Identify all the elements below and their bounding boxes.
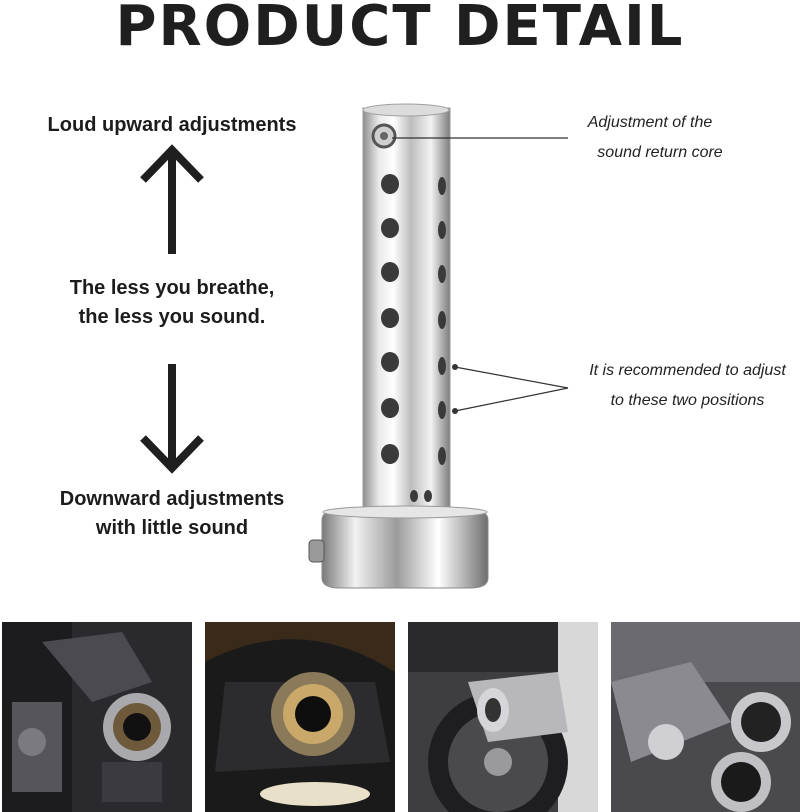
exhaust-baffle-illustration	[308, 103, 569, 589]
installation-photo-2	[205, 622, 395, 812]
downward-label-line2: with little sound	[95, 517, 249, 539]
arrow-up-icon	[140, 144, 204, 254]
breathe-label-line1: The less you breathe,	[69, 277, 275, 299]
core-callout-line1: Adjustment of the	[587, 114, 713, 131]
installation-photo-1	[2, 622, 192, 812]
positions-callout-line1: It is recommended to adjust	[589, 362, 786, 379]
positions-callout-line2: to these two positions	[610, 392, 765, 409]
arrow-down-icon	[140, 364, 204, 474]
installation-photo-4	[611, 622, 800, 812]
installation-photo-3	[408, 622, 598, 812]
page-title: PRODUCT DETAIL	[115, 0, 685, 59]
core-callout-line2: sound return core	[597, 144, 723, 161]
loud-upward-label: Loud upward adjustments	[47, 114, 297, 136]
downward-label-line1: Downward adjustments	[59, 488, 285, 510]
breathe-label-line2: the less you sound.	[78, 306, 266, 328]
installation-photo-strip	[0, 622, 800, 812]
